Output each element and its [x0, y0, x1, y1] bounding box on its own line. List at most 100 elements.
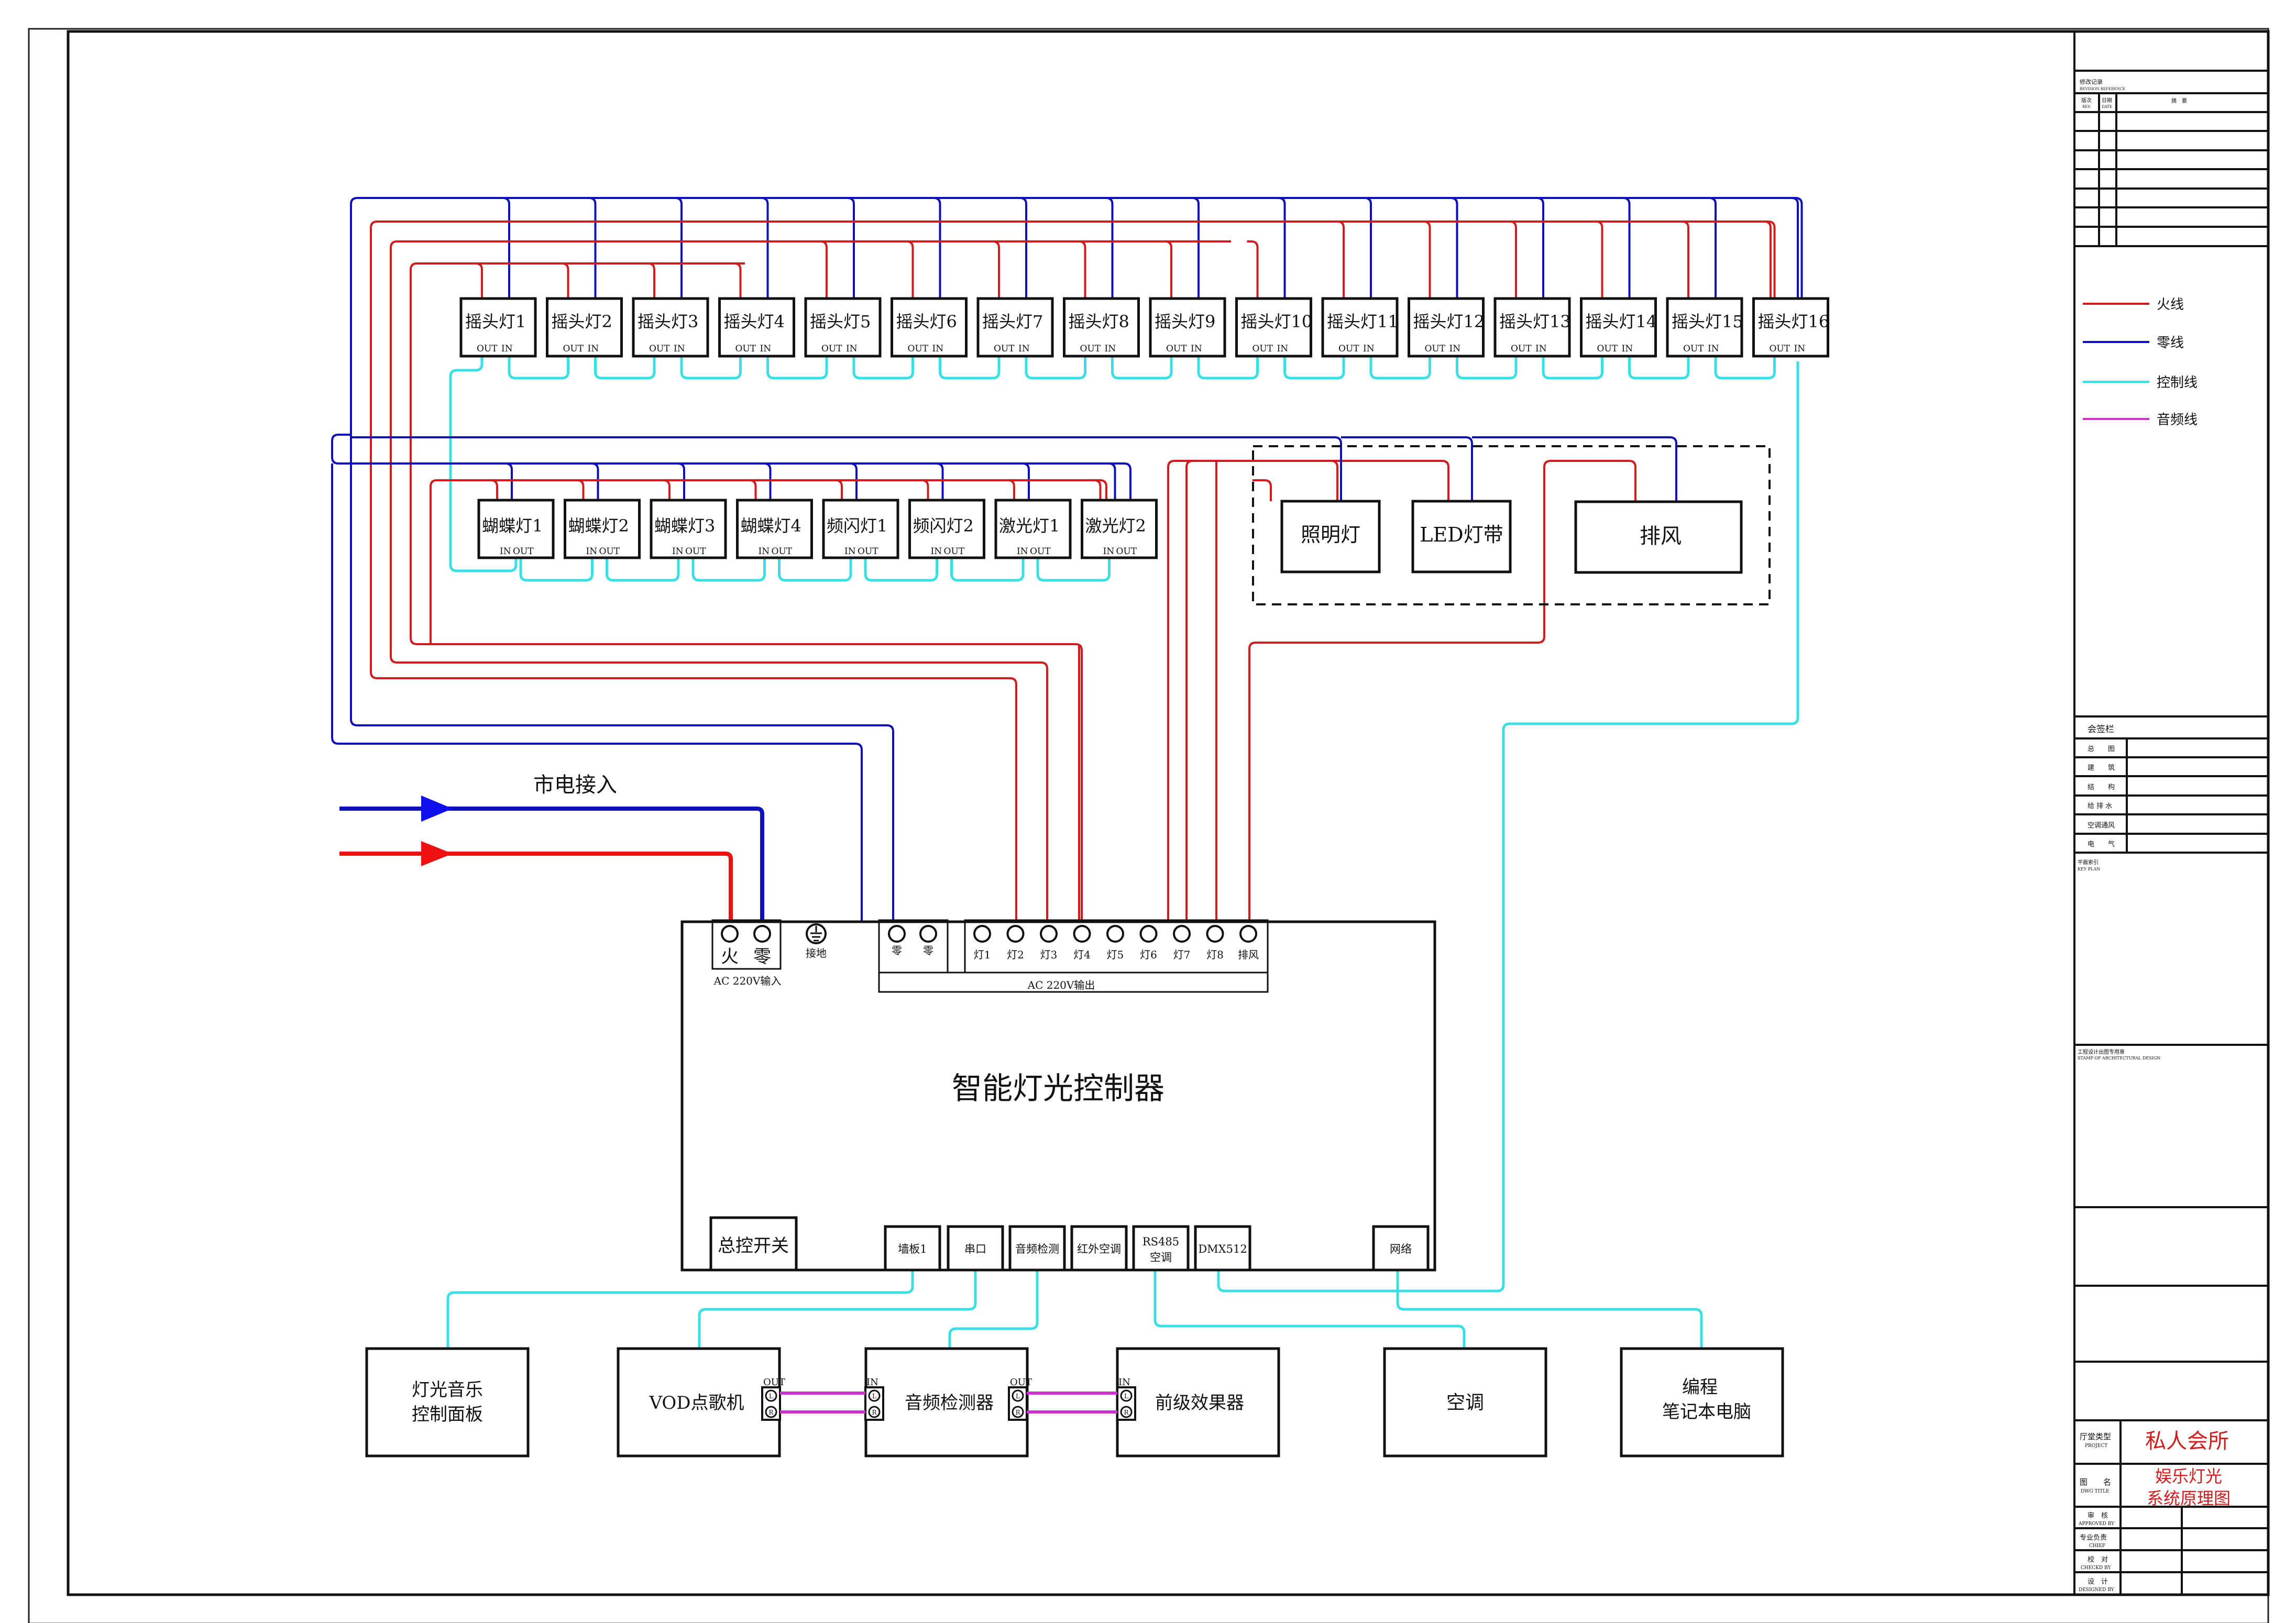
- terminal-label: 灯8: [1206, 948, 1224, 961]
- legend-label: 控制线: [2157, 375, 2198, 391]
- exhaust-fan[interactable]: 排风: [1574, 500, 1743, 574]
- fixture-label: 蝴蝶灯4: [741, 516, 801, 536]
- port-out-label: OUT: [1253, 344, 1273, 354]
- port-in-label: IN: [1535, 344, 1547, 354]
- port-out-label: OUT: [735, 344, 756, 354]
- hot-lighting: [1253, 479, 1272, 501]
- neutral-output-terminal[interactable]: [888, 925, 906, 943]
- controller-port[interactable]: 墙板1: [884, 1225, 941, 1272]
- port-out-label: OUT: [772, 546, 793, 557]
- neutral-bus-row1: [350, 197, 1799, 922]
- fixture-label: 蝴蝶灯1: [482, 516, 543, 536]
- output-terminal[interactable]: [1239, 925, 1257, 943]
- port-in-label: IN: [759, 546, 770, 557]
- controller-port[interactable]: DMX512: [1194, 1225, 1251, 1272]
- led-strip[interactable]: LED灯带: [1411, 500, 1512, 573]
- line-legend: 火线 零线 控制线 音频线: [2083, 297, 2198, 428]
- control-wallpanel: [446, 1270, 914, 1349]
- master-switch[interactable]: 总控开关: [709, 1216, 798, 1272]
- port-in-label: IN: [1191, 344, 1202, 354]
- controller-port[interactable]: 网络: [1372, 1225, 1430, 1272]
- led-strip-label: LED灯带: [1420, 523, 1503, 546]
- hot-bus-light3: [390, 240, 1231, 922]
- port-in-label: IN: [586, 546, 598, 557]
- signoff-label: 设 计: [2088, 1578, 2108, 1586]
- output-terminal[interactable]: [973, 925, 991, 943]
- programming-laptop[interactable]: 编程 笔记本电脑: [1620, 1347, 1784, 1458]
- terminal-label: 零: [923, 944, 933, 957]
- control-chain-wire: [939, 356, 1001, 380]
- port-in-label: IN: [844, 546, 856, 557]
- port-out-label: OUT: [994, 344, 1015, 354]
- light-music-control-panel[interactable]: 灯光音乐 控制面板: [365, 1347, 530, 1458]
- port-out-label: OUT: [477, 344, 498, 354]
- left-label: L: [769, 1393, 773, 1400]
- preamp-effects[interactable]: 前级效果器: [1116, 1347, 1280, 1458]
- neutral-input-terminal[interactable]: [753, 925, 771, 943]
- signoff-label-en: CHECKD BY: [2081, 1565, 2111, 1571]
- lighting-lamp[interactable]: 照明灯: [1280, 500, 1381, 573]
- control-network-laptop: [1396, 1270, 1703, 1349]
- output-terminal[interactable]: [1040, 925, 1058, 943]
- controller-port[interactable]: 串口: [947, 1225, 1004, 1272]
- output-terminal[interactable]: [1106, 925, 1124, 943]
- audio-detector[interactable]: 音频检测器: [864, 1347, 1029, 1458]
- fixture-label: 蝴蝶灯2: [568, 516, 629, 536]
- neutral-output-terminal[interactable]: [919, 925, 937, 943]
- output-terminal[interactable]: [1006, 925, 1025, 943]
- hot-drop-wire: [816, 240, 828, 299]
- hot-drop-wire: [917, 479, 929, 500]
- controller-port[interactable]: 音频检测: [1008, 1225, 1066, 1272]
- port-in-label: IN: [1103, 546, 1115, 557]
- vod-jukebox[interactable]: VOD点歌机: [617, 1347, 781, 1458]
- lighting-lamp-label: 照明灯: [1301, 523, 1360, 546]
- output-terminal[interactable]: [1073, 925, 1091, 943]
- neutral-drop-wire: [929, 197, 941, 299]
- countersign-row: 给 排 水: [2088, 802, 2112, 810]
- neutral-bus-row2-down: [331, 463, 863, 922]
- port-in-label: IN: [1018, 344, 1030, 354]
- control-chain-wire: [1111, 356, 1173, 380]
- control-chain-wire: [1714, 356, 1776, 380]
- output-terminal[interactable]: [1206, 925, 1224, 943]
- signoff-label: 专业负责: [2080, 1534, 2107, 1542]
- mains-input: 市电接入: [339, 773, 764, 927]
- output-terminal[interactable]: [1139, 925, 1158, 943]
- port-in-label: IN: [500, 546, 511, 557]
- fixture-label: 蝴蝶灯3: [654, 516, 715, 536]
- output-terminal[interactable]: [1173, 925, 1191, 943]
- air-conditioner[interactable]: 空调: [1383, 1347, 1547, 1458]
- right-label: R: [1015, 1409, 1020, 1416]
- controller-port[interactable]: 红外空调: [1070, 1225, 1128, 1272]
- hot-input-terminal[interactable]: [721, 925, 739, 943]
